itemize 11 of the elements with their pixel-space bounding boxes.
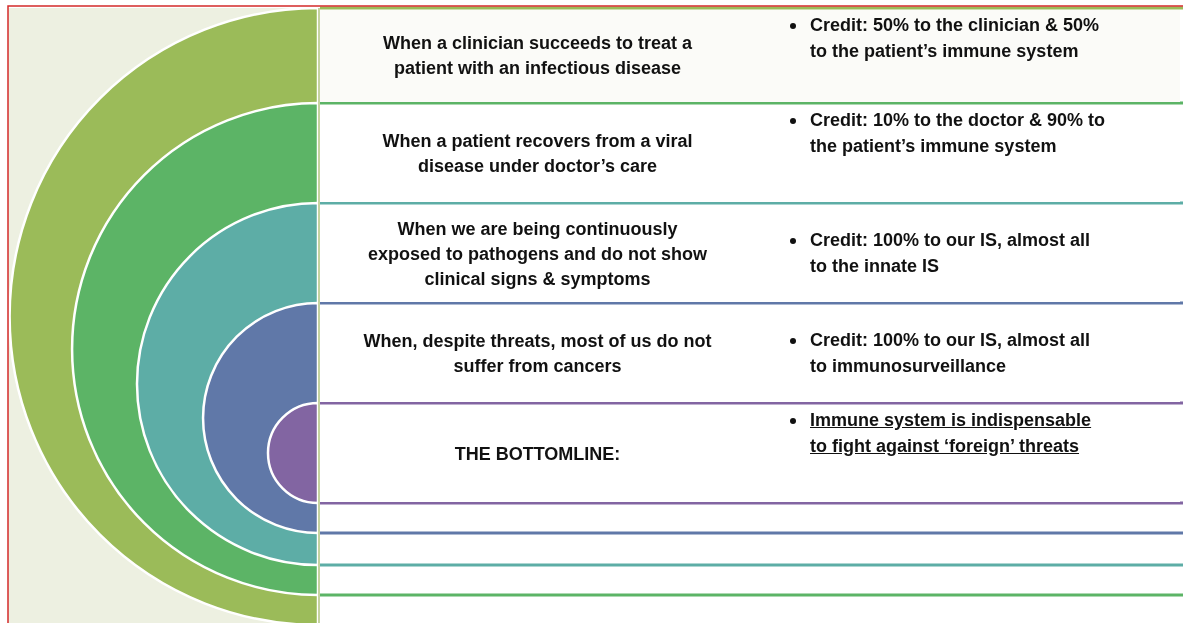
credit-text: Credit: 100% to our IS, almost all to the innate IS: [810, 229, 1092, 278]
situation-text: When a clinician succeeds to treat a patient with an infectious disease: [381, 32, 694, 80]
row-band: [320, 10, 1180, 102]
credit-text: Credit: 50% to the clinician & 50% to the patient’s immune system: [810, 14, 1101, 63]
situation-text: When, despite threats, most of us do not suffer from cancers: [362, 329, 713, 378]
credit-text: Credit: 10% to the doctor & 90% to the patient’s immune system: [810, 109, 1107, 158]
credit-text: Credit: 100% to our IS, almost all to immunosurveillance: [810, 329, 1092, 378]
situation-text: When we are being continuously exposed to pathogens and do not show clinical signs & symptoms: [367, 217, 708, 291]
situation-text: When a patient recovers from a viral disease under doctor’s care: [381, 129, 694, 178]
credit-text: Immune system is indispensable to fight against ‘foreign’ threats: [810, 409, 1093, 458]
situation-text: THE BOTTOMLINE:: [453, 442, 622, 465]
